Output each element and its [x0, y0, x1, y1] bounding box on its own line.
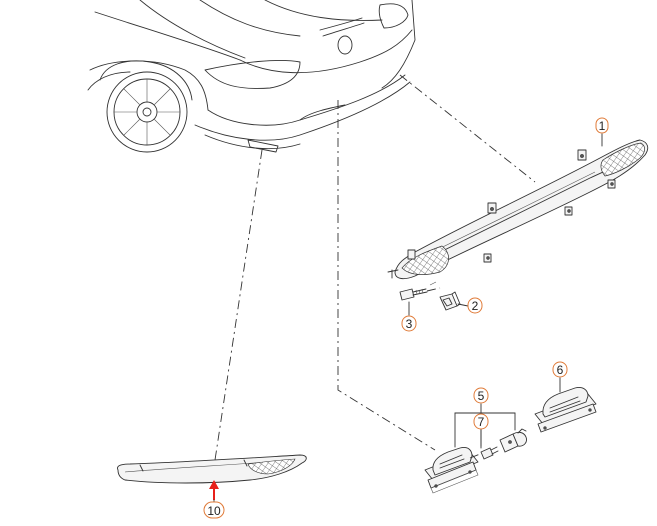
bulb-socket	[499, 428, 527, 453]
part-5-license-plate-lamp	[424, 447, 479, 494]
assembly-leader-lines	[214, 74, 536, 461]
callout-10: 10	[203, 501, 225, 519]
callout-1: 1	[595, 117, 609, 134]
callout-5: 5	[473, 387, 489, 404]
car-rear-illustration	[87, 0, 416, 153]
callout-2-label: 2	[472, 299, 479, 313]
highlight-arrow	[209, 480, 219, 500]
callout-leaders	[213, 133, 603, 503]
callout-6: 6	[552, 361, 568, 378]
callout-6-label: 6	[557, 363, 564, 377]
part-2-clip-nut	[439, 291, 461, 311]
callout-3-label: 3	[406, 317, 413, 331]
part-10-rear-reflector	[117, 454, 307, 484]
callout-10-label: 10	[207, 504, 221, 518]
callout-7: 7	[473, 413, 489, 430]
part-7-bulb	[469, 446, 499, 460]
part-3-screw	[399, 287, 441, 301]
callout-1-label: 1	[599, 119, 606, 133]
callout-7-label: 7	[478, 415, 485, 429]
callout-3: 3	[401, 315, 417, 332]
part-6-license-plate-lamp	[534, 387, 597, 433]
part-1-reflector-strip	[387, 139, 649, 286]
callout-5-label: 5	[478, 389, 485, 403]
callout-2: 2	[467, 297, 483, 314]
